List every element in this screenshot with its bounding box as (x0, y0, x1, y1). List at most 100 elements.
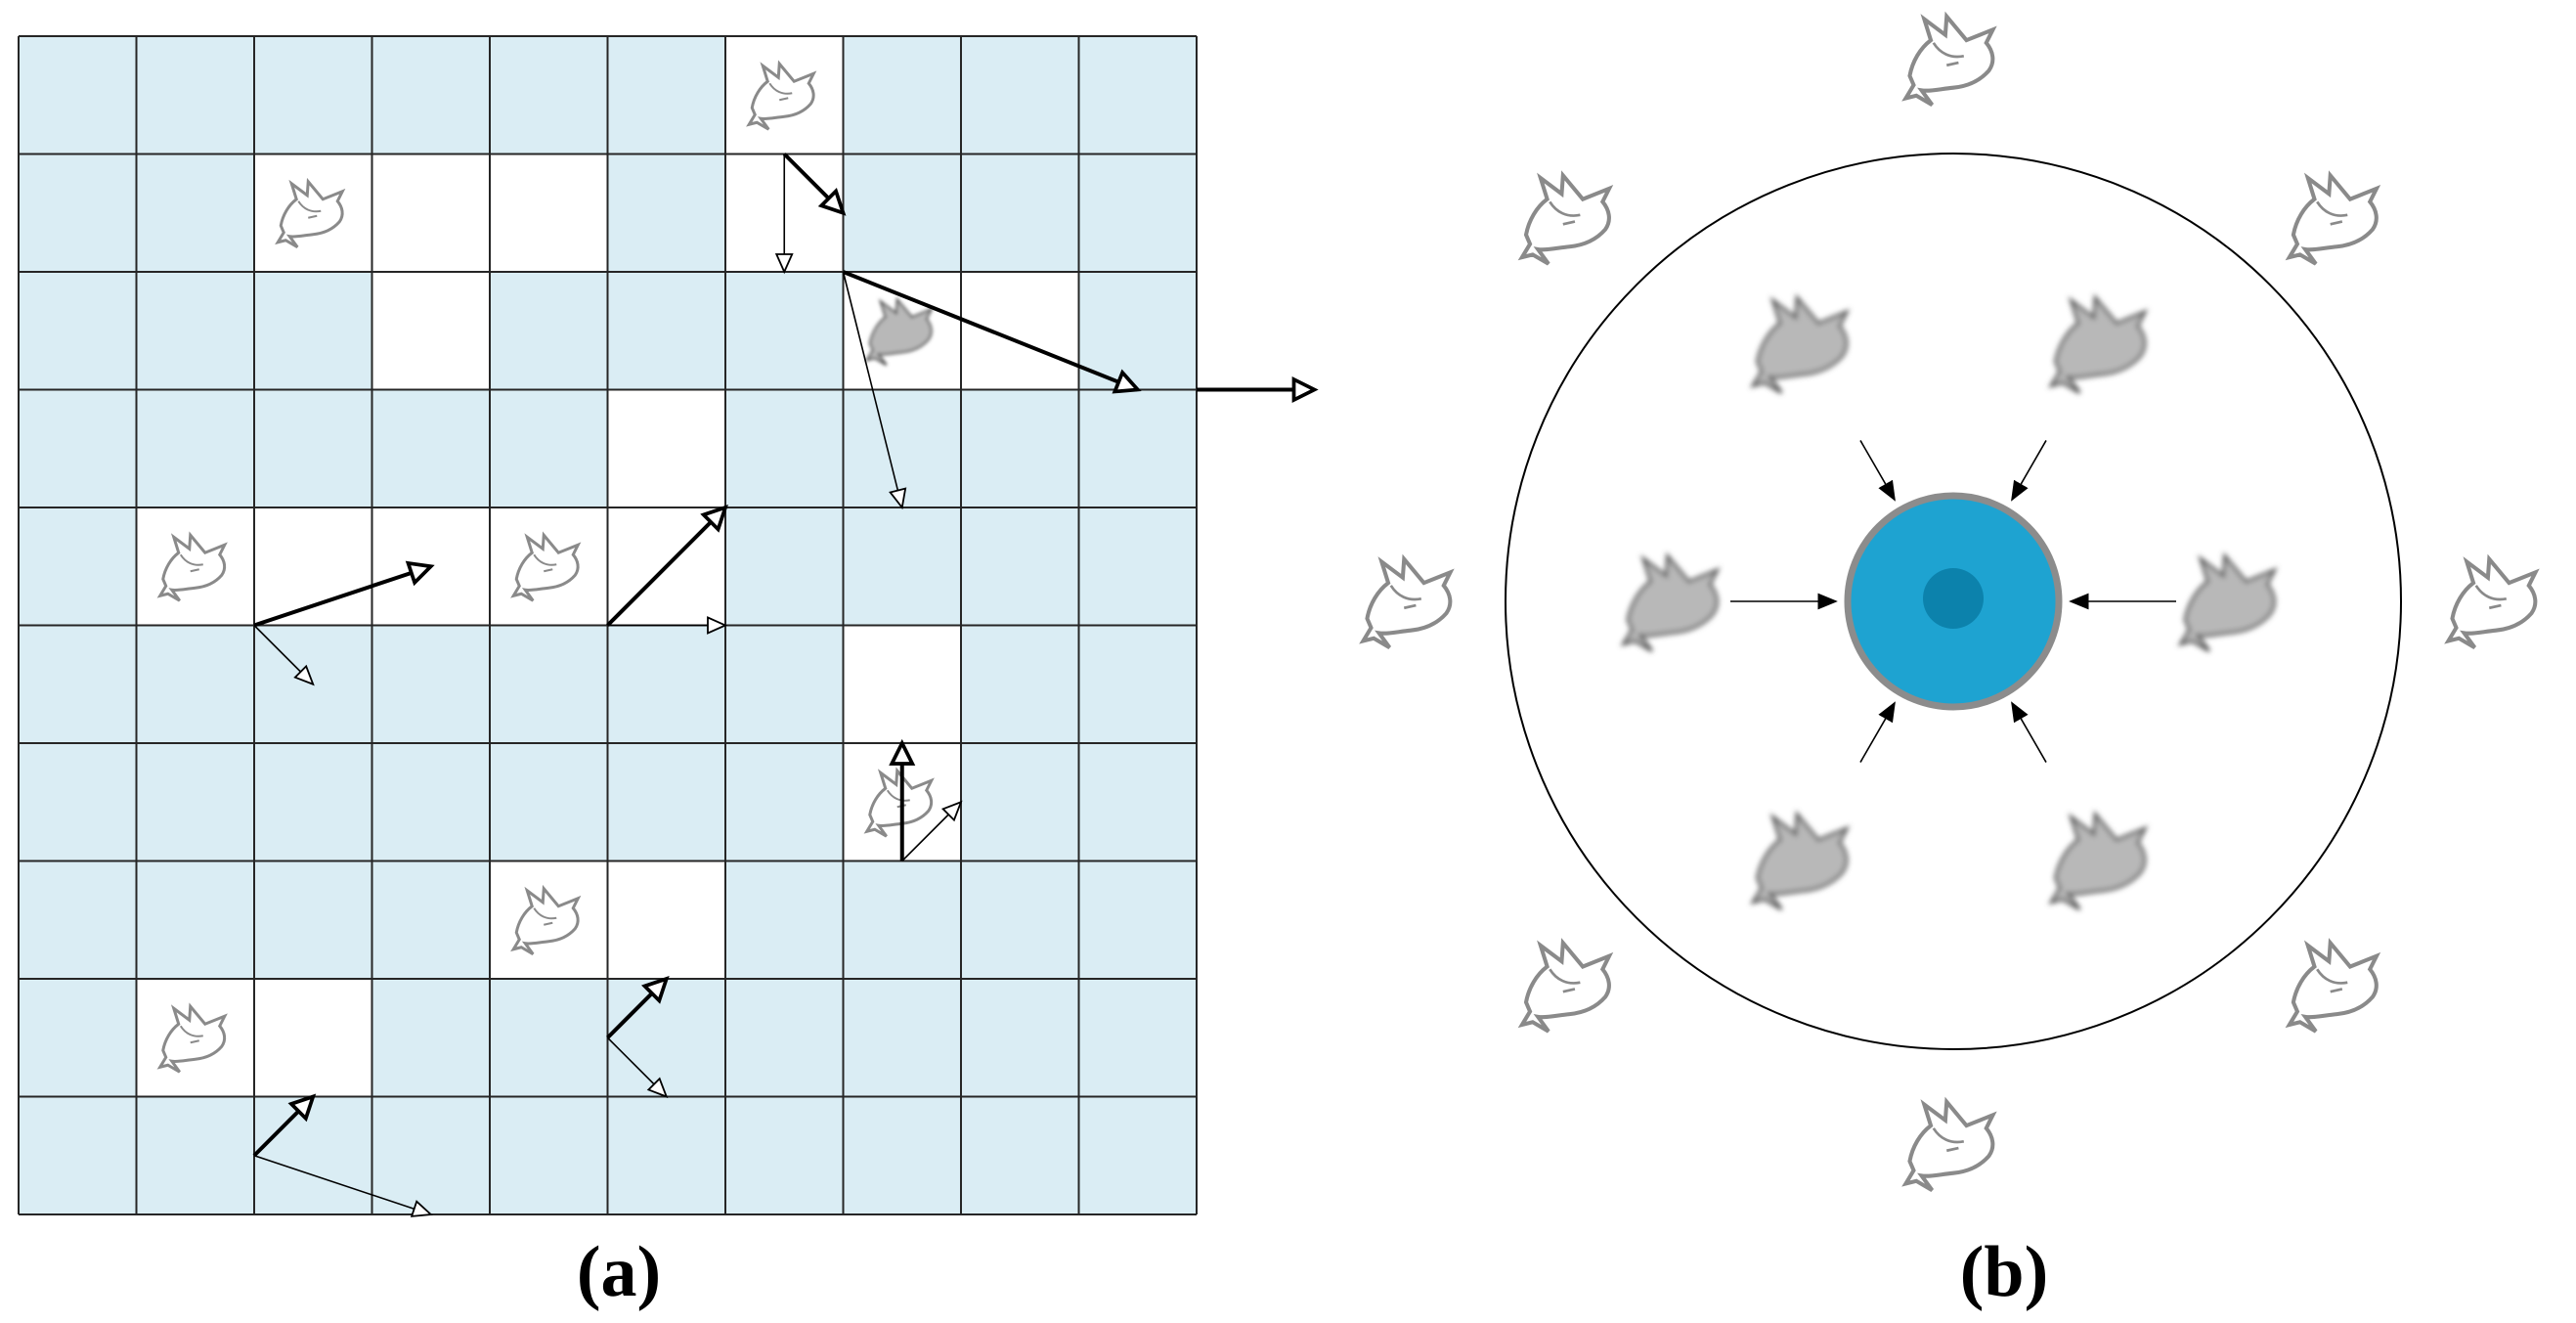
grid-cell (19, 36, 137, 154)
velocity-arrow-bold (252, 1093, 317, 1158)
dove-icon (158, 533, 227, 602)
grid-cell (490, 979, 608, 1097)
dove-icon (1905, 17, 1992, 105)
grid-cell (254, 272, 372, 390)
grid-cell (371, 860, 490, 979)
grid-cell (843, 154, 961, 272)
grid-cell (136, 1096, 254, 1214)
attraction-arrow (1859, 701, 1896, 763)
grid-cell (1078, 154, 1197, 272)
grid-cell (607, 625, 725, 743)
grid-cell (371, 389, 490, 507)
grid-cell (19, 743, 137, 861)
grid-cell (19, 1096, 137, 1214)
grid-cell-visited (843, 625, 961, 743)
grid-cell (490, 743, 608, 861)
grid-cell (136, 272, 254, 390)
grid-cell (607, 1096, 725, 1214)
grid-cell (19, 389, 137, 507)
grid-cell (371, 979, 490, 1097)
grid-cell (136, 36, 254, 154)
grid-cell (961, 625, 1079, 743)
grid-cell (136, 154, 254, 272)
grid-cell (961, 743, 1079, 861)
grid-cell (725, 625, 844, 743)
panel-b-caption: (b) (1960, 1232, 2048, 1312)
panel-a-grid (18, 35, 1319, 1217)
grid-cell (843, 979, 961, 1097)
dove-gray-icon (2049, 295, 2147, 395)
grid-cell (607, 36, 725, 154)
grid-cell (19, 272, 137, 390)
grid-cell (1078, 860, 1197, 979)
dove-icon (158, 1004, 227, 1074)
dove-icon (511, 887, 580, 956)
grid-cell (136, 389, 254, 507)
grid-cell (371, 1096, 490, 1214)
dove-icon (2290, 175, 2377, 263)
grid-cell (19, 507, 137, 626)
grid-cell (19, 625, 137, 743)
velocity-arrow-bold (606, 976, 670, 1039)
velocity-arrow-thin (253, 1154, 433, 1217)
velocity-arrows (252, 153, 1319, 1217)
dove-gray-icon (2049, 813, 2147, 911)
grid-cell (1078, 979, 1197, 1097)
dove-icon (747, 62, 815, 131)
grid-cell (725, 507, 844, 626)
dove-gray-icon (2179, 554, 2277, 653)
grid-cell (843, 36, 961, 154)
panel-a-caption: (a) (577, 1232, 661, 1312)
grid-cell (371, 36, 490, 154)
dove-gray-icon (1622, 554, 1720, 653)
dove-icon (1522, 175, 1609, 263)
dove-icon (511, 533, 580, 602)
grid-cell (254, 389, 372, 507)
grid-cell (19, 860, 137, 979)
velocity-arrow-bold (253, 560, 435, 628)
grid-cell (725, 860, 844, 979)
dove-icon (2448, 559, 2535, 647)
grid-cell (254, 743, 372, 861)
grid-cell-visited (371, 272, 490, 390)
grid-cell (607, 154, 725, 272)
grid-cell (843, 1096, 961, 1214)
grid-cell (725, 979, 844, 1097)
grid-cell (607, 743, 725, 861)
grid-cell (136, 625, 254, 743)
grid-cell (136, 860, 254, 979)
grid-cell (961, 1096, 1079, 1214)
grid-cell (1078, 36, 1197, 154)
grid-cell (1078, 625, 1197, 743)
search-radius-circle (1505, 153, 2402, 1050)
attraction-arrows (1730, 440, 2176, 763)
grid-cell (725, 743, 844, 861)
grid-cell (254, 36, 372, 154)
grid-cell-visited (607, 860, 725, 979)
grid-cell (490, 389, 608, 507)
velocity-arrow-thin (842, 271, 907, 510)
dove-gray-icon (1751, 813, 1849, 911)
dove-icon (2290, 943, 2377, 1031)
grid-cell (371, 625, 490, 743)
grid-cell (843, 860, 961, 979)
grid-cell (961, 979, 1079, 1097)
attraction-arrow (1859, 440, 1896, 502)
grid-cell (607, 272, 725, 390)
grid-cell (961, 154, 1079, 272)
dove-icon (1522, 943, 1609, 1031)
grid-cell (19, 979, 137, 1097)
grid-cell (490, 625, 608, 743)
grid-cell-visited (371, 154, 490, 272)
grid-cell (843, 507, 961, 626)
grid-cell (607, 979, 725, 1097)
grid-cell (1078, 1096, 1197, 1214)
velocity-arrow-bold (782, 153, 847, 216)
grid-cell (961, 860, 1079, 979)
grid-cell (961, 507, 1079, 626)
grid-cell (961, 389, 1079, 507)
dove-gray-icon (1751, 295, 1849, 395)
grid-cell (843, 389, 961, 507)
velocity-arrow-bold (842, 270, 1142, 394)
